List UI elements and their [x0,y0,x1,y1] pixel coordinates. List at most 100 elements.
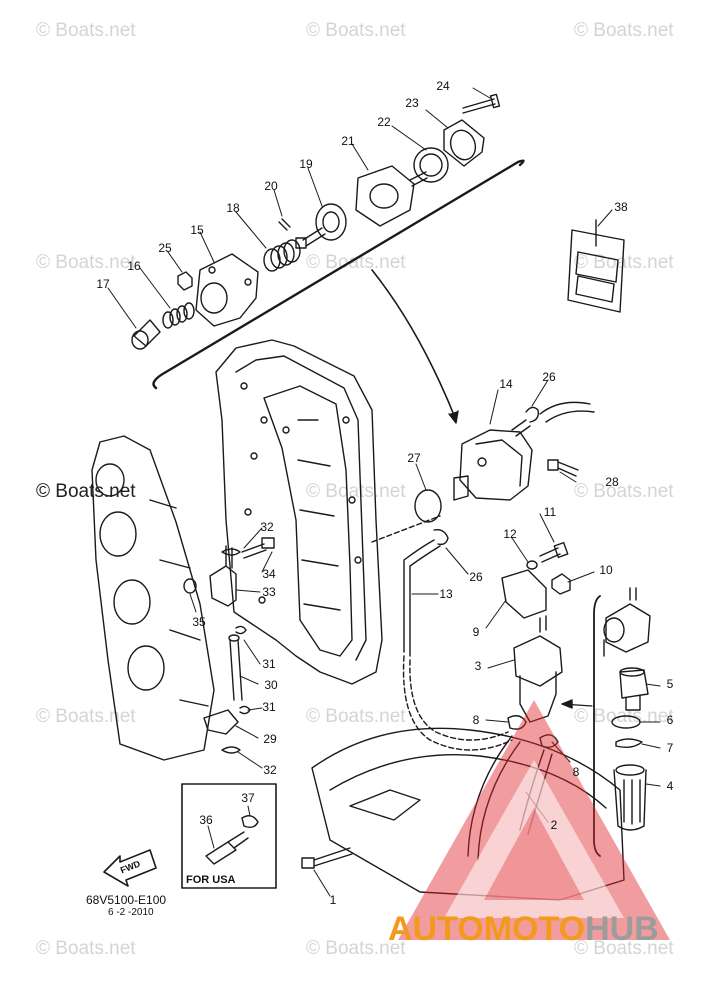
callout-33: 33 [262,585,276,599]
part-spring-16 [162,302,195,329]
watermark: © Boats.net [306,481,406,502]
callout-25: 25 [158,241,172,255]
brand-triangle-logo [398,700,670,940]
part-nut-10 [551,573,571,595]
callout-19: 19 [299,157,313,171]
callout-11: 11 [543,505,557,519]
callout-3: 3 [474,659,482,673]
part-fuel-pump-14 [453,419,533,501]
part-joint-29 [203,709,239,735]
part-clamp-26 [433,528,449,546]
part-clamp-26 [525,406,540,423]
callout-22: 22 [377,115,391,129]
callout-8-right: 8 [572,765,580,779]
part-cover-21 [355,165,428,227]
part-intake-manifold [91,435,215,761]
part-washer-32 [221,548,241,556]
fuel-hose [539,401,595,423]
watermark: © Boats.net [574,938,674,959]
part-bolt-11 [539,541,569,563]
hose-dashed [402,655,513,751]
part-bolt-28 [547,459,579,477]
fwd-arrow [103,849,157,887]
callout-18: 18 [226,201,240,215]
group-frame [152,159,525,390]
part-clip-31 [235,625,247,635]
part-element-5 [619,667,649,711]
callout-24: 24 [436,79,450,93]
part-bottom-cowl [311,727,625,901]
part-label-38 [567,219,625,313]
part-nut-25 [177,271,193,291]
part-bolt-24 [462,93,501,114]
group-bracket [593,595,601,857]
arrow-head [561,699,573,709]
callout-12: 12 [503,527,517,541]
part-bolt-34 [241,537,275,559]
brand-wordmark: AUTOMOTOHUB [388,910,659,949]
callout-32-bottom: 32 [263,763,277,777]
part-hose-2 [467,735,553,861]
watermark: © Boats.net [36,938,136,959]
watermark: © Boats.net [306,706,406,727]
watermark: © Boats.net [574,20,674,41]
diagram-date: 6 -2 -2010 [108,907,154,918]
watermark: © Boats.net [306,252,406,273]
part-washer-32 [221,746,241,754]
callout-14: 14 [499,377,513,391]
callout-31-bottom: 31 [262,700,276,714]
part-gasket-23 [443,119,485,167]
callout-37: 37 [241,791,255,805]
dashed-leader [371,515,441,543]
callout-27: 27 [407,451,421,465]
callout-26-mid: 26 [469,570,483,584]
watermark: © Boats.net [574,252,674,273]
callout-34: 34 [262,567,276,581]
callout-2: 2 [550,818,558,832]
watermark: © Boats.net [36,706,136,727]
watermark: © Boats.net [36,252,136,273]
callout-36: 36 [199,813,213,827]
part-hose-30 [228,634,243,701]
callout-23: 23 [405,96,419,110]
part-joint-36 [205,831,249,865]
watermark: © Boats.net [574,481,674,502]
part-plunger-19 [295,203,347,249]
callout-20: 20 [264,179,278,193]
part-spring-18 [263,239,301,272]
callout-26-top: 26 [542,370,556,384]
callout-17: 17 [96,277,110,291]
leader-36 [207,825,215,849]
part-oring-27 [414,489,442,523]
callout-28: 28 [605,475,619,489]
part-bracket-9 [501,569,547,619]
callout-29: 29 [263,732,277,746]
diagram-code: 68V5100-E100 [86,893,167,907]
part-plug-35 [183,578,197,594]
part-washer-12 [526,560,538,570]
part-cylinder-block [215,339,383,685]
callout-32-top: 32 [260,520,274,534]
callout-5: 5 [666,677,674,691]
callout-16: 16 [127,259,141,273]
part-plunger-17 [131,319,161,350]
callout-30: 30 [264,678,278,692]
arrow-head [448,410,459,424]
callout-4: 4 [666,779,674,793]
callout-38: 38 [614,200,628,214]
part-filter-3 [513,615,563,723]
brand-part-1: AUTOMOTO [388,910,586,948]
callout-35: 35 [192,615,206,629]
callout-21: 21 [341,134,355,148]
inset-box [181,783,277,889]
callout-1: 1 [329,893,337,907]
callout-31-top: 31 [262,657,276,671]
brand-part-2: HUB [585,910,659,948]
watermark: © Boats.net [306,938,406,959]
part-diaphragm-22 [413,147,449,183]
callout-7: 7 [666,741,674,755]
part-pump-body-15 [195,253,259,327]
part-hose-13 [403,539,441,657]
